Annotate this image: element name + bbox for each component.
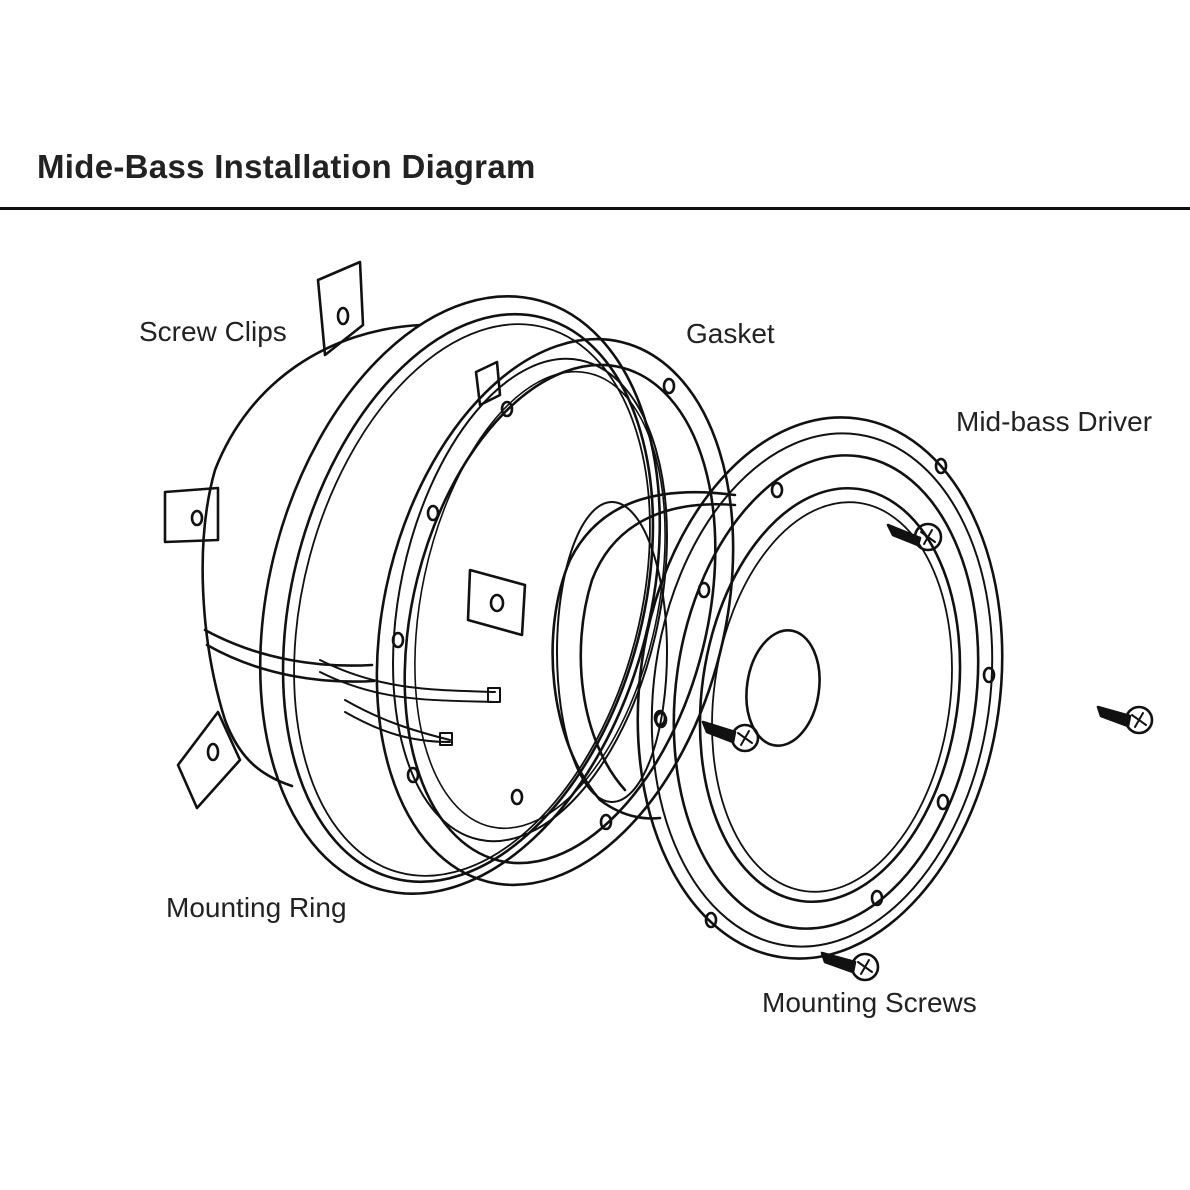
gasket-drawing <box>375 337 735 887</box>
label-mounting-screws: Mounting Screws <box>762 987 977 1018</box>
label-mounting-ring: Mounting Ring <box>166 892 347 923</box>
mid-bass-driver-drawing <box>551 416 1004 960</box>
screw-1 <box>886 522 943 552</box>
diagram-title: Mide-Bass Installation Diagram <box>37 148 536 185</box>
label-mid-bass-driver: Mid-bass Driver <box>956 406 1153 437</box>
title-rule <box>0 207 1190 210</box>
screw-clip-top <box>316 260 365 357</box>
screw-4 <box>1096 705 1154 735</box>
screw-clip-inner <box>466 360 527 637</box>
screw-clip-bottom <box>176 710 242 810</box>
screw-2 <box>701 720 760 753</box>
screw-clip-left <box>163 486 220 544</box>
label-screw-clips: Screw Clips <box>139 316 287 347</box>
screw-3 <box>820 951 880 982</box>
mounting-ring-drawing <box>163 260 668 895</box>
label-gasket: Gasket <box>686 318 775 349</box>
